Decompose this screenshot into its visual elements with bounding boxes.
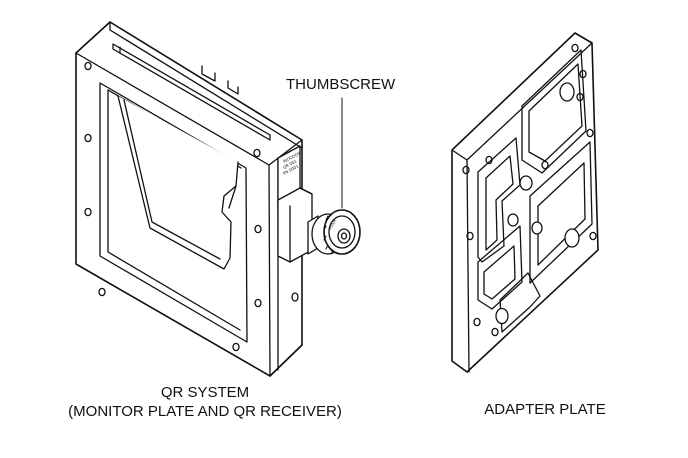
qr-system-drawing: WOODEN QR 001 PN 0001 — [75, 21, 313, 377]
thumbscrew-drawing: PUSH — [307, 97, 361, 255]
svg-text:QR 001: QR 001 — [282, 158, 298, 170]
qr-system-subtitle: (MONITOR PLATE AND QR RECEIVER) — [68, 403, 342, 420]
adapter-plate-drawing — [451, 32, 599, 373]
qr-system-label: QR SYSTEM (MONITOR PLATE AND QR RECEIVER… — [60, 383, 350, 421]
adapter-plate-label: ADAPTER PLATE — [484, 401, 606, 418]
svg-text:PUSH: PUSH — [328, 219, 338, 231]
qr-system-title: QR SYSTEM — [160, 384, 250, 401]
thumbscrew-label: THUMBSCREW — [286, 76, 396, 93]
